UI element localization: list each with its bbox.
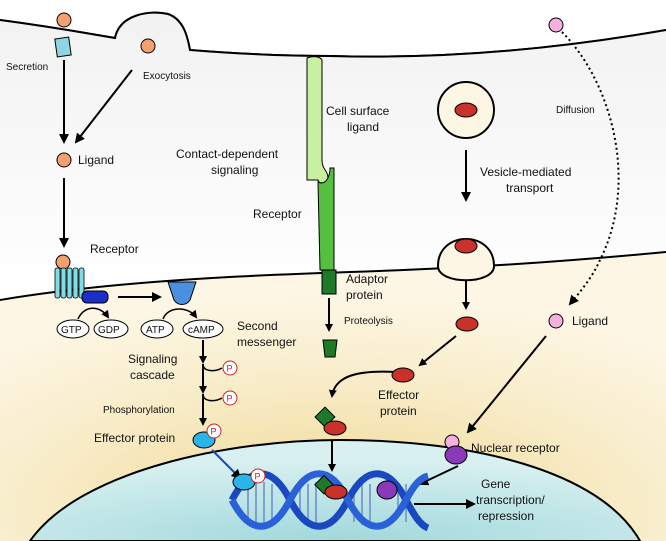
- proteolysis-label: Proteolysis: [344, 316, 393, 327]
- effector-protein-middle: [391, 367, 415, 383]
- cell-surface-ligand-label-1: Cell surface: [326, 104, 390, 118]
- receptor-middle-label: Receptor: [253, 207, 302, 221]
- g-protein: [81, 290, 109, 304]
- released-effector: [455, 316, 479, 332]
- complex-middle: [314, 406, 347, 436]
- vesicle-transport-label-2: transport: [506, 181, 554, 195]
- vesicle-transport-label-1: Vesicle-mediated: [480, 165, 571, 179]
- adaptor-protein-label-2: protein: [346, 288, 383, 302]
- ligand-diffusing: [548, 17, 564, 33]
- vesicle-fusing: [436, 238, 496, 282]
- atp-label: ATP: [146, 325, 165, 336]
- secretion-channel: [54, 36, 72, 58]
- svg-text:P: P: [211, 427, 217, 437]
- secretion-label: Secretion: [6, 62, 48, 73]
- cleaved-fragment: [322, 339, 338, 358]
- effector-protein-mid-label-2: protein: [380, 404, 417, 418]
- dna-bound-nuclear-receptor: [376, 480, 398, 500]
- contact-dependent-label-1: Contact-dependent: [176, 147, 279, 161]
- effector-protein-mid-label-1: Effector: [378, 388, 419, 402]
- svg-text:P: P: [255, 472, 261, 482]
- notch-receptor: [317, 167, 335, 271]
- phosphorylation-label: Phosphorylation: [103, 405, 175, 416]
- receptor-left-label: Receptor: [90, 242, 139, 256]
- adenylyl-cyclase: [167, 281, 197, 305]
- effector-protein-left-label: Effector protein: [94, 431, 175, 445]
- cell-surface-ligand-label-2: ligand: [347, 120, 379, 134]
- diffusion-label: Diffusion: [556, 105, 595, 116]
- dna-bound-complex-middle: [314, 474, 348, 500]
- gtp-label: GTP: [61, 325, 82, 336]
- gene-transcription-label-1: Gene: [481, 477, 511, 491]
- adaptor-protein-label-1: Adaptor: [346, 272, 388, 286]
- ligand-left-label: Ligand: [78, 153, 114, 167]
- gdp-label: GDP: [98, 325, 120, 336]
- ligand-right: [548, 313, 564, 329]
- phospho-1: [222, 360, 238, 376]
- gene-transcription-label-2: transcription/: [476, 493, 545, 507]
- signaling-cascade-label-2: cascade: [130, 368, 175, 382]
- ligand-secreted: [56, 12, 72, 28]
- phospho-2: [222, 390, 238, 406]
- ligand-right-label: Ligand: [572, 314, 608, 328]
- ligand-left: [56, 152, 72, 168]
- svg-text:P: P: [227, 394, 233, 404]
- second-messenger-label-2: messenger: [237, 335, 296, 349]
- svg-text:P: P: [227, 364, 233, 374]
- exocytosis-label: Exocytosis: [143, 71, 191, 82]
- exocytosis-vesicle-ligand: [140, 38, 156, 54]
- adaptor-protein: [321, 269, 337, 295]
- nuclear-receptor: [444, 434, 468, 465]
- contact-dependent-label-2: signaling: [211, 163, 258, 177]
- camp-label: cAMP: [188, 325, 215, 336]
- second-messenger-label-1: Second: [237, 319, 278, 333]
- gene-transcription-label-3: repression: [478, 509, 534, 523]
- signaling-cascade-label-1: Signaling: [128, 352, 177, 366]
- nuclear-receptor-label: Nuclear receptor: [471, 441, 560, 455]
- g-protein-receptor: [54, 254, 85, 299]
